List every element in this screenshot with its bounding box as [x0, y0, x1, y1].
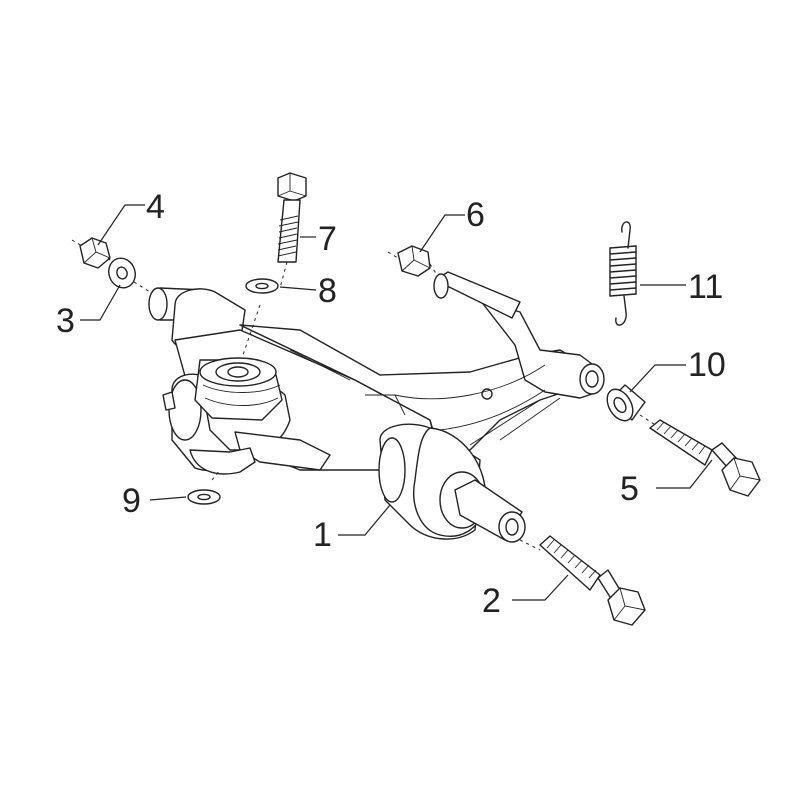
callout-6: 6 — [466, 196, 485, 234]
washer-9 — [187, 469, 221, 505]
callout-8: 8 — [318, 272, 337, 310]
callout-leaders — [80, 204, 713, 601]
callout-9: 9 — [122, 482, 141, 520]
swing-arm-assembly — [148, 271, 605, 543]
callout-11: 11 — [688, 268, 723, 306]
callout-7: 7 — [318, 220, 337, 258]
bolt-2 — [519, 535, 646, 626]
bolt-7 — [241, 172, 307, 359]
nut-4 — [71, 237, 111, 269]
nut-6 — [387, 245, 438, 277]
callout-2: 2 — [482, 582, 501, 620]
washer-8 — [245, 278, 279, 294]
callout-4: 4 — [146, 188, 165, 226]
callout-labels: 4 3 6 7 8 11 10 5 9 1 2 — [56, 188, 726, 620]
callout-5: 5 — [620, 470, 639, 508]
spacer-10 — [606, 384, 661, 429]
callout-1: 1 — [313, 516, 332, 554]
bolt-5 — [649, 419, 761, 497]
washer-3 — [107, 257, 151, 293]
spring-11 — [609, 221, 637, 326]
callout-3: 3 — [56, 302, 75, 340]
callout-10: 10 — [688, 346, 726, 384]
